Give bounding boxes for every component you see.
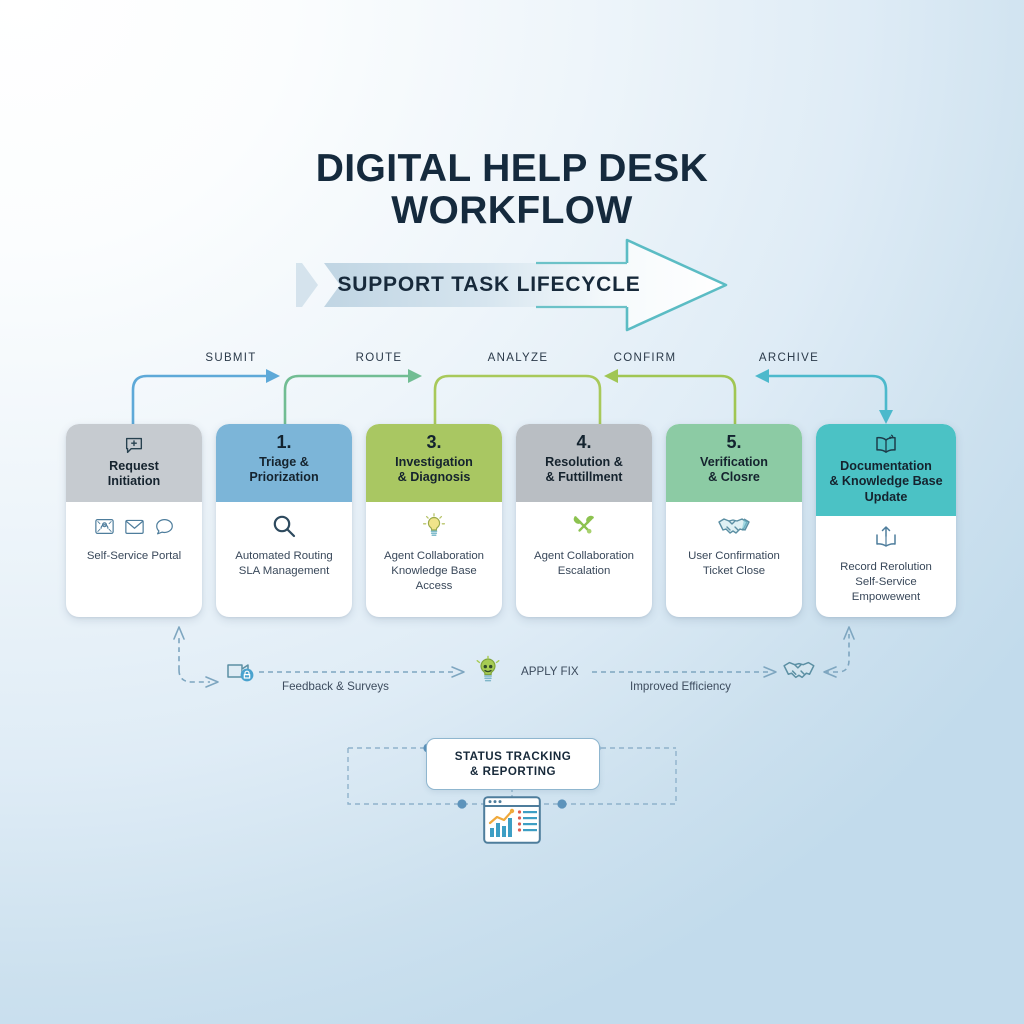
card-subtext: Self-Service Portal [86,550,182,562]
feedback-label-left: Feedback & Surveys [282,680,389,693]
status-tracking-section: STATUS TRACKING & REPORTING [0,726,1024,846]
card-number: 1. [276,432,292,452]
connector-label-confirm: CONFIRM [613,352,677,364]
connector-layer: SUBMIT ROUTE ANALYZE CONFIRM ARCHIVE [0,352,1024,432]
banner-label: SUPPORT TASK LIFECYCLE [337,273,641,296]
card-header: 3. Investigation& Diagnosis [366,424,502,502]
stage-card-triage-priorization[interactable]: 1. Triage &Priorization Automated Routin… [216,424,352,617]
portal-icon [94,517,115,536]
stage-card-investigation-diagnosis[interactable]: 3. Investigation& Diagnosis Agent Collab… [366,424,502,617]
connector-label-route: ROUTE [355,352,403,364]
envelope-icon [124,517,145,536]
title-line-2: WORKFLOW [391,189,633,233]
card-icon-row [570,511,598,541]
card-icon-row [270,511,298,541]
status-line-1: STATUS TRACKING [454,749,572,763]
card-number: 4. [576,432,592,452]
lightbulb-icon [420,512,448,540]
card-icon-row [717,511,751,541]
feedback-dashed-paths [173,626,855,688]
card-header: 1. Triage &Priorization [216,424,352,502]
tools-icon [570,512,598,540]
video-lock-icon [225,656,257,686]
connector-label-submit: SUBMIT [205,352,257,364]
card-title: Investigation& Diagnosis [395,454,473,485]
card-icon-row [872,522,900,552]
book-upload-icon [872,524,900,550]
card-title: Verification& Closre [700,454,768,485]
status-tracking-label: STATUS TRACKING & REPORTING [455,749,572,779]
card-body: Self-Service Portal [66,502,202,617]
feedback-label-right: Improved Efficiency [630,680,731,693]
banner-arrow-shape [296,238,728,332]
card-icon-row [94,511,175,541]
connector-arrows [131,369,893,426]
card-title: Triage &Priorization [249,454,319,485]
stage-card-resolution-fulfillment[interactable]: 4. Resolution && Futtillment [516,424,652,617]
connector-label-archive: ARCHIVE [758,352,820,364]
chat-plus-icon [123,434,145,456]
card-header: 5. Verification& Closre [666,424,802,502]
lifecycle-banner: SUPPORT TASK LIFECYCLE [296,238,728,332]
feedback-label-apply-fix: APPLY FIX [521,665,579,678]
magnifier-icon [270,512,298,540]
status-tracking-box[interactable]: STATUS TRACKING & REPORTING [426,738,600,790]
handshake-icon [782,656,818,684]
card-number: 3. [426,432,442,452]
speech-bubble-icon [154,517,175,536]
card-icon-row [420,511,448,541]
status-line-2: & REPORTING [469,765,557,778]
title-line-1: DIGITAL HELP DESK [315,147,709,190]
green-bulb-icon [472,654,504,686]
stage-card-verification-closure[interactable]: 5. Verification& Closre User Confirmatio… [666,424,802,617]
open-book-icon [872,433,900,457]
connector-label-analyze: ANALYZE [487,352,549,364]
card-header: 4. Resolution && Futtillment [516,424,652,502]
dashboard-chart-icon [483,796,541,844]
handshake-icon [717,513,751,539]
page-title: DIGITAL HELP DESK WORKFLOW [0,147,1024,233]
card-number: 5. [726,432,742,452]
feedback-loop-row: Feedback & Surveys APPLY FIX Improved Ef… [0,620,1024,715]
card-title: Resolution && Futtillment [545,454,623,485]
